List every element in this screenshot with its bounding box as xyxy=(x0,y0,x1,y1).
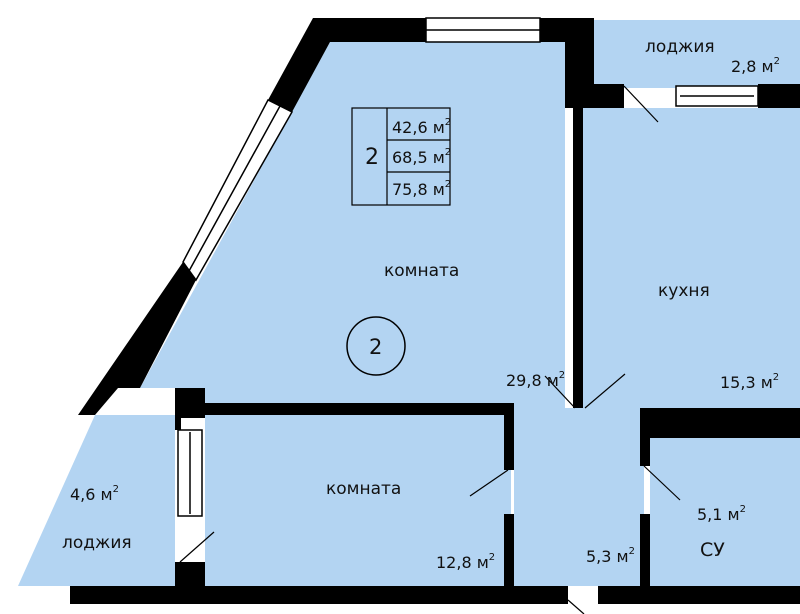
loggia-left-floor xyxy=(18,415,175,586)
door-bedroom xyxy=(469,469,509,497)
main-room-floor xyxy=(140,42,565,408)
loggia-left-name: лоджия xyxy=(62,533,132,553)
door-main-room xyxy=(544,375,576,409)
room-number-circle xyxy=(346,316,406,376)
info-table-frame xyxy=(351,107,451,206)
bathroom-name: СУ xyxy=(700,539,725,561)
loggia-top-area: 2,8 м2 xyxy=(731,56,780,76)
partition-bedroom-hall-upper xyxy=(504,415,514,470)
area-living: 42,6 м2 xyxy=(392,117,451,137)
loggia-top-floor xyxy=(594,20,800,88)
bedroom-name: комната xyxy=(326,479,401,499)
loggia-left-area: 4,6 м2 xyxy=(70,484,119,504)
partition-bedroom-hall-lower xyxy=(504,514,514,586)
bedroom-area: 12,8 м2 xyxy=(436,552,495,572)
loggia-left-block xyxy=(175,562,205,586)
hallway-area: 5,3 м2 xyxy=(586,546,635,566)
kitchen-top-wall-right xyxy=(758,84,800,108)
kitchen-bottom-wall xyxy=(640,408,800,438)
bottom-wall-left xyxy=(70,586,568,604)
partition-loggia-bedroom-top xyxy=(175,415,181,430)
bathroom-wall-left-lower xyxy=(640,514,650,586)
partition-under-main xyxy=(205,403,514,415)
hallway-floor xyxy=(514,408,644,586)
kitchen-floor xyxy=(583,108,800,408)
main-room-name: комната xyxy=(384,261,459,281)
room-number-label: 2 xyxy=(369,335,382,359)
area-total: 68,5 м2 xyxy=(392,147,451,167)
outer-wall-diagonal-bottom xyxy=(78,262,196,415)
corner-block xyxy=(175,388,205,418)
bathroom-wall-left-upper xyxy=(640,438,650,466)
bathroom-floor xyxy=(650,438,800,586)
walls xyxy=(70,18,800,604)
door-bathroom xyxy=(643,465,681,501)
kitchen-name: кухня xyxy=(658,281,710,301)
door-loggia-top xyxy=(623,85,659,123)
top-wall-left xyxy=(313,18,426,42)
area-with-loggias: 75,8 м2 xyxy=(392,179,451,199)
doors xyxy=(179,85,681,614)
door-entrance xyxy=(567,599,585,614)
loggia-top-name: лоджия xyxy=(645,37,715,57)
bedroom-floor xyxy=(205,415,511,586)
pillar-top xyxy=(565,18,594,108)
apartment-info-table xyxy=(351,107,451,206)
window-diagonal xyxy=(182,99,294,282)
door-loggia-left xyxy=(179,531,215,563)
door-kitchen xyxy=(584,373,626,409)
windows xyxy=(177,17,759,517)
rooms-count: 2 xyxy=(365,145,379,170)
kitchen-area: 15,3 м2 xyxy=(720,372,779,392)
loggia-wall-stub xyxy=(594,84,624,108)
main-room-area: 29,8 м2 xyxy=(506,370,565,390)
bottom-wall-right xyxy=(598,586,800,604)
window-diagonal-glass xyxy=(188,105,281,272)
partition-main-kitchen xyxy=(573,108,583,408)
bathroom-area: 5,1 м2 xyxy=(697,504,746,524)
